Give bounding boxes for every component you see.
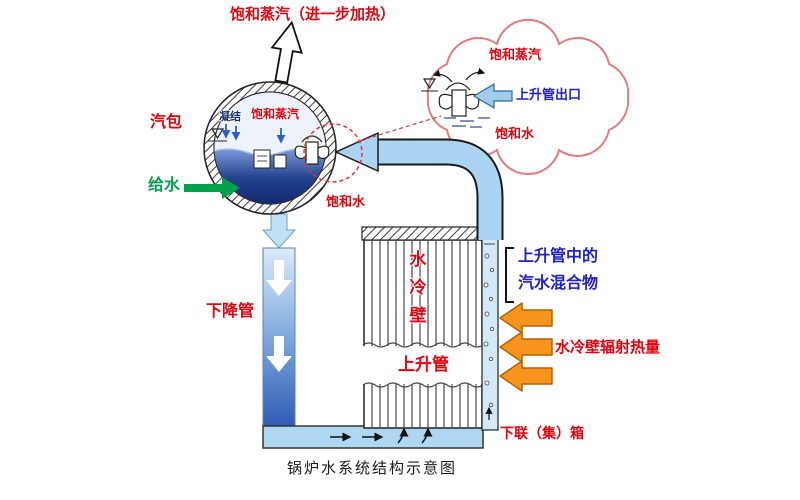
bubble-icon [483, 341, 489, 347]
downcomer-group [261, 213, 297, 427]
label-saturated-water: 饱和水 [326, 195, 366, 210]
heat-arrow-icon [499, 302, 553, 334]
label-mixture-line2: 汽水混合物 [518, 273, 599, 292]
label-water-wall: 水冷壁 [405, 250, 426, 334]
condensation-arrow-icons [221, 124, 286, 144]
label-mixture-line1: 上升管中的 [518, 246, 599, 265]
bubble-icon [489, 326, 494, 331]
upper-header-hatch [361, 226, 485, 241]
bubble-icon [483, 282, 489, 288]
label-radiation-heat: 水冷壁辐射热量 [555, 338, 661, 356]
panel-body [363, 239, 483, 429]
bubble-icon [489, 267, 494, 272]
label-drum-saturated-steam: 饱和蒸汽 [251, 107, 300, 121]
mixture-bracket [505, 247, 514, 303]
mixture-column [481, 226, 499, 431]
label-outlet-steam: 饱和蒸汽（进一步加热） [230, 5, 396, 23]
steam-flow-arrow-icons [432, 67, 486, 83]
riser-outlet-fitting [438, 82, 480, 117]
bubble-icon [484, 311, 490, 317]
pipe-arrowhead-icon [334, 131, 379, 173]
riser-to-drum-pipe-group [334, 131, 504, 240]
label-feedwater: 给水 [148, 175, 181, 194]
cloud-outline [426, 18, 630, 176]
detail-cloud-group [421, 18, 630, 176]
riser-outlet-arrow-icon [472, 82, 513, 110]
panel-break-wave [362, 382, 484, 388]
steam-drum-group [203, 81, 337, 215]
mixture-column-group [481, 226, 499, 431]
label-condensation: 凝结 [219, 110, 241, 123]
label-riser-pipe: 上升管 [398, 355, 449, 375]
downcomer-entry-arrow-icon [261, 213, 297, 249]
drum-outlet-fitting [294, 135, 330, 165]
pipe-fill [376, 140, 502, 240]
flow-up-arrow-icon [397, 427, 409, 444]
drum-wall-outer [203, 81, 337, 215]
panel-tubes [371, 241, 477, 427]
water-level-icon [208, 128, 227, 142]
label-lower-header: 下联（集）箱 [500, 426, 584, 442]
flow-down-arrow-icon [266, 336, 292, 372]
detail-dashed-line [358, 115, 442, 142]
heat-arrow-icon [499, 331, 553, 363]
feedwater-arrow-icon [184, 177, 240, 199]
bubble-icon [484, 253, 490, 259]
water-surface [214, 148, 326, 156]
panel-break-wave [362, 342, 484, 348]
saturated-water-marks [444, 117, 490, 128]
flow-up-arrow-icon [421, 427, 433, 444]
label-cloud-saturated-steam: 饱和蒸汽 [489, 48, 542, 63]
water-level-icon [421, 78, 438, 92]
steam-separator [253, 149, 287, 169]
water-wall-panel-group [361, 226, 485, 429]
heat-arrows-group [499, 302, 553, 392]
bubble-icon [484, 380, 490, 386]
label-cloud-saturated-water: 饱和水 [495, 127, 535, 142]
bubble-icon [488, 296, 493, 301]
diagram-title: 锅炉水系统结构示意图 [286, 459, 457, 477]
magnifier-link-group [303, 115, 442, 183]
detail-dashed-circle [303, 123, 363, 183]
heat-arrow-icon [499, 360, 553, 392]
bubble-icon [488, 356, 493, 361]
main-steam-arrow-icon [270, 20, 303, 84]
flow-down-arrow-icon [266, 260, 292, 296]
label-cloud-riser-outlet: 上升管出口 [516, 88, 582, 103]
panel-break-band [362, 346, 484, 384]
bubble-icon [488, 402, 494, 408]
lower-header-group [262, 425, 484, 449]
label-downcomer: 下降管 [206, 301, 255, 320]
label-steam-drum: 汽包 [150, 112, 183, 131]
